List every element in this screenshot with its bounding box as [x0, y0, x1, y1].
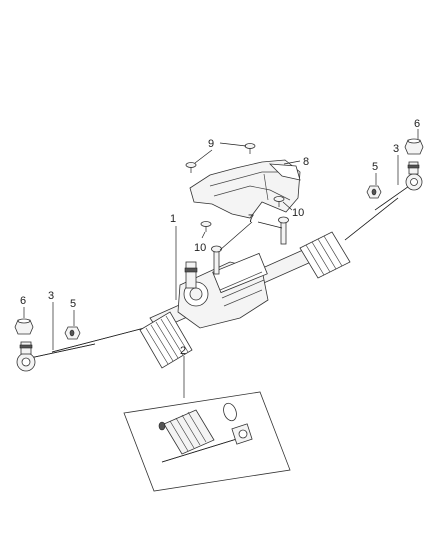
right-bellows-boot	[299, 231, 351, 279]
left-tie-rod-nut	[14, 318, 34, 335]
right-tie-rod-nut	[404, 138, 424, 155]
mounting-bolt-right	[278, 216, 289, 245]
callout-5-right: 5	[372, 161, 378, 173]
callout-9: 9	[208, 138, 214, 150]
callout-3-left: 3	[48, 290, 54, 302]
push-pin-upper	[244, 143, 256, 154]
callout-8: 8	[303, 156, 309, 168]
clip-left	[200, 221, 212, 232]
callout-2: 2	[180, 345, 186, 357]
callout-7: 7	[248, 213, 254, 225]
left-bellows-boot	[139, 311, 193, 369]
right-jam-nut	[366, 185, 382, 199]
callout-5-left: 5	[70, 298, 76, 310]
callout-6-left: 6	[20, 295, 26, 307]
left-tie-rod-end	[16, 341, 96, 372]
left-jam-nut	[64, 326, 81, 340]
boot-kit-inset	[123, 391, 291, 492]
push-pin-lower	[185, 162, 197, 173]
callout-6-right: 6	[414, 118, 420, 130]
callout-10-top: 10	[292, 207, 304, 219]
callout-1: 1	[170, 213, 176, 225]
right-tie-rod-end	[374, 161, 423, 211]
steering-rack-assembly	[51, 197, 399, 369]
kit-clamp-ring	[223, 402, 237, 422]
gear-housing	[177, 252, 269, 329]
heat-shield	[189, 159, 301, 219]
clip-right	[273, 196, 285, 207]
callout-3-right: 3	[393, 143, 399, 155]
callout-labels: 1 2 3 3 5 5 6 6 7 8 9 10 10	[20, 118, 420, 357]
kit-bellows-boot	[158, 409, 215, 455]
leader-lines	[23, 129, 419, 398]
kit-inner-tie-rod	[161, 423, 253, 463]
callout-10-bottom: 10	[194, 242, 206, 254]
